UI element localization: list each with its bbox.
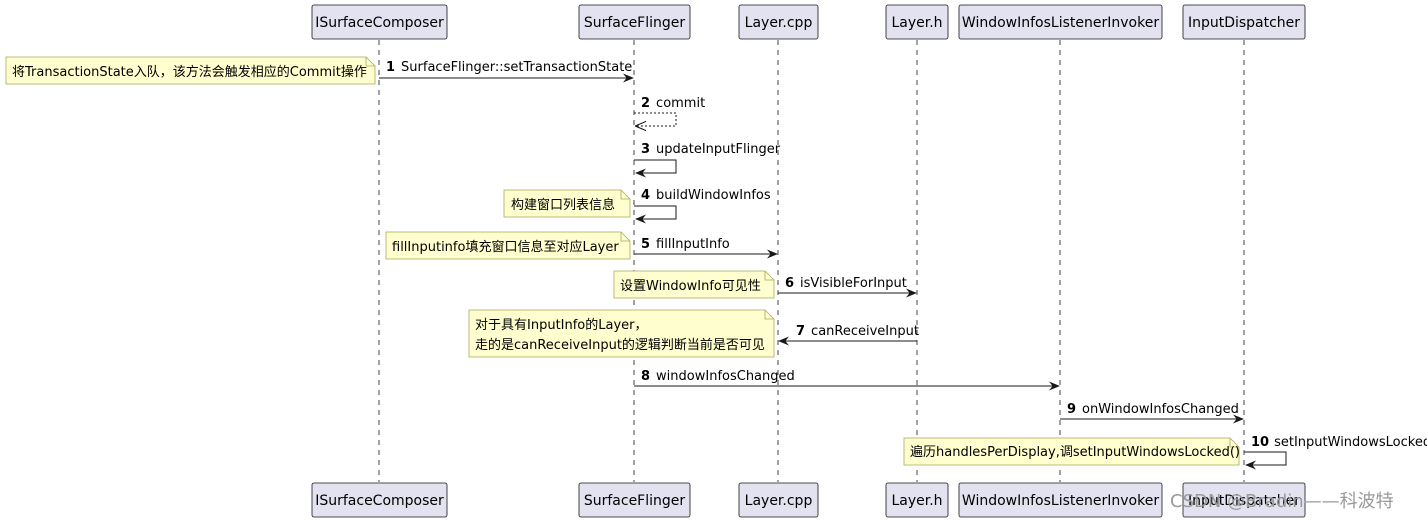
- message-number: 10: [1251, 435, 1269, 450]
- participant-label: Layer.h: [891, 15, 942, 31]
- message-3: 3 updateInputFlinger: [634, 142, 781, 178]
- participant-label: SurfaceFlinger: [584, 15, 686, 31]
- participant-label: WindowInfosListenerInvoker: [962, 493, 1159, 509]
- participant-layer-h-bottom: Layer.h: [885, 482, 949, 518]
- note-text: 设置WindowInfo可见性: [620, 279, 761, 294]
- message-9: 9 onWindowInfosChanged: [1060, 402, 1244, 424]
- message-label: windowInfosChanged: [656, 369, 795, 384]
- participant-windowinfoslistenerinvoker: WindowInfosListenerInvoker: [958, 4, 1163, 40]
- message-number: 4: [641, 188, 650, 203]
- notes: 将TransactionState入队，该方法会触发相应的Commit操作 构建…: [5, 56, 1240, 466]
- note-2: 构建窗口列表信息: [503, 189, 631, 218]
- watermark: CSDN @Bradin——科波特: [1170, 491, 1394, 512]
- participant-layer-cpp: Layer.cpp: [738, 4, 819, 40]
- message-8: 8 windowInfosChanged: [634, 369, 1060, 391]
- participant-inputdispatcher-bottom: InputDispatcher: [1182, 482, 1306, 518]
- participant-label: WindowInfosListenerInvoker: [962, 15, 1159, 31]
- message-label: commit: [656, 96, 705, 111]
- participant-surfaceflinger: SurfaceFlinger: [578, 4, 691, 40]
- message-4: 4 buildWindowInfos: [634, 188, 771, 224]
- note-4: 设置WindowInfo可见性: [613, 270, 775, 299]
- message-label: setInputWindowsLocked: [1274, 435, 1427, 450]
- participant-inputdispatcher: InputDispatcher: [1182, 4, 1306, 40]
- note-text: fillInputinfo填充窗口信息至对应Layer: [392, 239, 619, 255]
- note-text: 遍历handlesPerDisplay,调setInputWindowsLock…: [910, 444, 1240, 460]
- note-text-line-1: 对于具有InputInfo的Layer，: [475, 317, 648, 333]
- participants-bottom: ISurfaceComposer SurfaceFlinger Layer.cp…: [311, 482, 1306, 518]
- note-text: 将TransactionState入队，该方法会触发相应的Commit操作: [12, 64, 367, 80]
- participant-label: InputDispatcher: [1188, 493, 1300, 509]
- message-number: 1: [386, 60, 395, 75]
- participant-label: SurfaceFlinger: [584, 493, 686, 509]
- note-6: 遍历handlesPerDisplay,调setInputWindowsLock…: [903, 437, 1240, 466]
- message-5: 5 fillInputInfo: [634, 237, 778, 259]
- participant-isurfacecomposer-bottom: ISurfaceComposer: [311, 482, 448, 518]
- participant-label: InputDispatcher: [1188, 15, 1300, 31]
- note-3: fillInputinfo填充窗口信息至对应Layer: [385, 231, 631, 260]
- message-label: updateInputFlinger: [656, 142, 781, 157]
- messages: 1 SurfaceFlinger::setTransactionState 2 co…: [379, 60, 1427, 470]
- message-label: isVisibleForInput: [800, 276, 907, 291]
- message-2: 2 commit: [634, 96, 705, 126]
- message-1: 1 SurfaceFlinger::setTransactionState: [379, 60, 634, 83]
- message-number: 2: [641, 96, 650, 111]
- message-label: fillInputInfo: [656, 237, 730, 252]
- participant-windowinfoslistenerinvoker-bottom: WindowInfosListenerInvoker: [958, 482, 1163, 518]
- message-number: 7: [796, 324, 805, 339]
- note-text-line-2: 走的是canReceiveInput的逻辑判断当前是否可见: [475, 337, 765, 353]
- participant-label: ISurfaceComposer: [315, 15, 444, 31]
- participant-isurfacecomposer: ISurfaceComposer: [311, 4, 448, 40]
- participant-label: Layer.cpp: [745, 493, 813, 509]
- message-number: 3: [641, 142, 650, 157]
- message-6: 6 isVisibleForInput: [778, 276, 917, 298]
- note-1: 将TransactionState入队，该方法会触发相应的Commit操作: [5, 56, 376, 85]
- message-number: 9: [1067, 402, 1076, 417]
- message-number: 5: [641, 237, 650, 252]
- message-7: 7 canReceiveInput: [778, 324, 919, 346]
- note-text: 构建窗口列表信息: [511, 197, 615, 213]
- participant-label: Layer.cpp: [745, 15, 813, 31]
- message-label: onWindowInfosChanged: [1082, 402, 1239, 417]
- participant-layer-h: Layer.h: [885, 4, 949, 40]
- participant-surfaceflinger-bottom: SurfaceFlinger: [578, 482, 691, 518]
- message-number: 6: [785, 276, 794, 291]
- message-label: canReceiveInput: [811, 324, 919, 339]
- participant-layer-cpp-bottom: Layer.cpp: [738, 482, 819, 518]
- message-label: buildWindowInfos: [656, 188, 771, 203]
- message-10: 10 setInputWindowsLocked: [1244, 435, 1427, 470]
- message-label: SurfaceFlinger::setTransactionState: [401, 60, 632, 75]
- participant-label: ISurfaceComposer: [315, 493, 444, 509]
- note-5: 对于具有InputInfo的Layer， 走的是canReceiveInput的…: [468, 309, 775, 358]
- participant-label: Layer.h: [891, 493, 942, 509]
- participants-top: ISurfaceComposer SurfaceFlinger Layer.cp…: [311, 4, 1306, 40]
- lifelines: [378, 40, 1245, 482]
- message-number: 8: [641, 369, 650, 384]
